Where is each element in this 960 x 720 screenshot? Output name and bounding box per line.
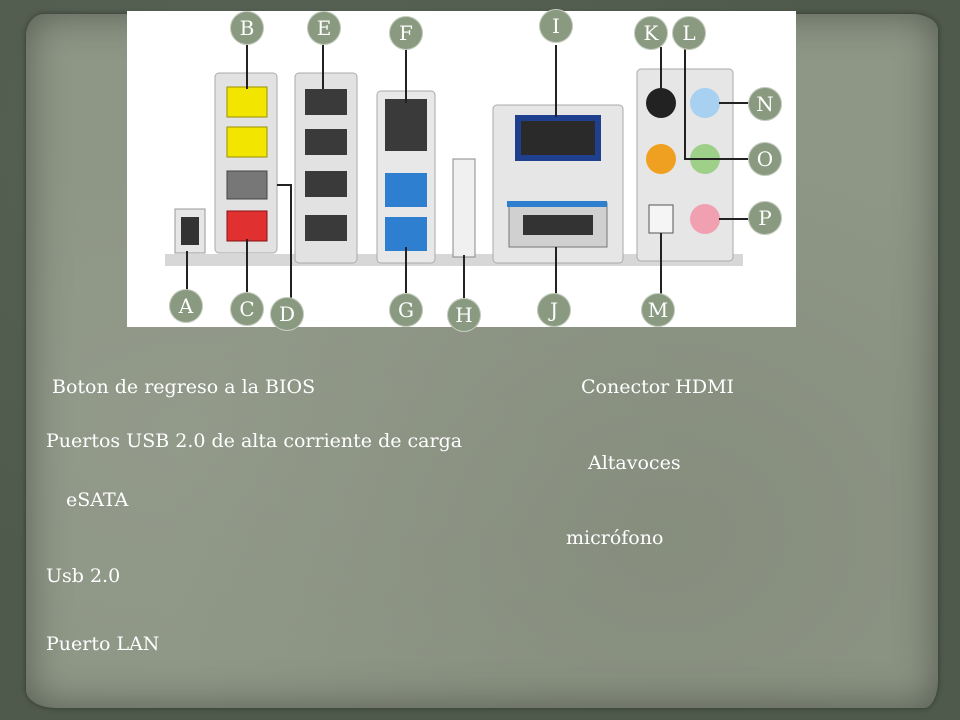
label-a: A <box>169 289 203 323</box>
caption-usb2: Usb 2.0 <box>46 565 121 587</box>
dvi-pins <box>521 121 595 155</box>
label-j: J <box>537 293 571 327</box>
usb3-port-1 <box>385 173 427 207</box>
hdmi-opening <box>523 215 593 235</box>
label-g: G <box>389 293 423 327</box>
motherboard-io-panel-image <box>127 11 796 327</box>
optical-spdif-port <box>648 204 674 234</box>
label-f: F <box>389 16 423 50</box>
usb2-port-3 <box>305 171 347 197</box>
esata-usb-port <box>226 170 268 200</box>
caption-esata: eSATA <box>66 489 129 511</box>
lan-port <box>385 99 427 151</box>
usb2-port-2 <box>305 129 347 155</box>
caption-microphone: micrófono <box>566 527 664 549</box>
label-m: M <box>641 293 675 327</box>
label-h: H <box>447 298 481 332</box>
label-c: C <box>230 292 264 326</box>
caption-lan: Puerto LAN <box>46 633 160 655</box>
caption-bios-button: Boton de regreso a la BIOS <box>52 376 316 398</box>
usb-charge-port-2 <box>226 126 268 158</box>
caption-usb-charge: Puertos USB 2.0 de alta corriente de car… <box>46 430 463 452</box>
label-o: O <box>748 142 782 176</box>
audio-jack-pink <box>690 204 720 234</box>
audio-jack-black <box>646 88 676 118</box>
io-panel-drawing <box>165 41 751 311</box>
bios-button-hole <box>181 217 199 245</box>
usb-charge-port-1 <box>226 86 268 118</box>
audio-jack-blue <box>690 88 720 118</box>
usb3-port-2 <box>385 217 427 251</box>
hdmi-accent <box>507 201 607 207</box>
label-l: L <box>672 16 706 50</box>
label-k: K <box>634 16 668 50</box>
label-b: B <box>230 11 264 45</box>
esata-port <box>226 210 268 242</box>
label-d: D <box>270 297 304 331</box>
label-e: E <box>307 11 341 45</box>
label-i: I <box>539 9 573 43</box>
caption-speakers: Altavoces <box>588 452 681 474</box>
audio-jack-orange <box>646 144 676 174</box>
usb2-port-4 <box>305 215 347 241</box>
usb2-port-1 <box>305 89 347 115</box>
displayport-port <box>452 158 476 258</box>
label-p: P <box>748 201 782 235</box>
caption-hdmi: Conector HDMI <box>581 376 735 398</box>
label-n: N <box>748 87 782 121</box>
